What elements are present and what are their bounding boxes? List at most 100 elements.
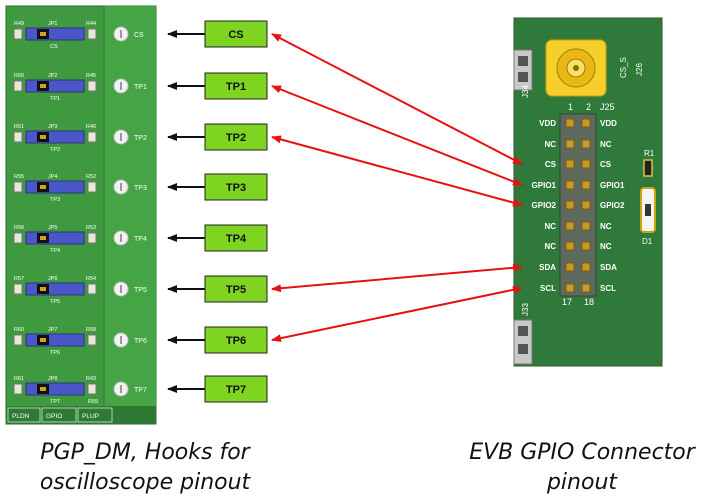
jumper-pin (40, 236, 46, 240)
pin-number-17: 17 (562, 297, 572, 307)
signal-box (204, 326, 268, 354)
jumper-ref: JP7 (48, 327, 57, 333)
jumper-signal-label: TP4 (50, 248, 60, 254)
right-caption: EVB GPIO Connector pinout (446, 438, 718, 498)
connector-pin (565, 180, 575, 190)
ref-label: R59 (88, 399, 98, 405)
connector-label-left: CS (545, 160, 557, 169)
resistor-right (87, 181, 97, 193)
connector-label-right: SCL (600, 284, 616, 293)
jumper-header (25, 282, 85, 296)
test-hook-wire (120, 133, 122, 141)
connector-label-left: NC (544, 222, 556, 231)
ref-label: R45 (86, 73, 96, 79)
resistor-right (87, 80, 97, 92)
hook-label: TP2 (134, 135, 147, 142)
resistor-right (87, 28, 97, 40)
test-hook-wire (120, 285, 122, 293)
connector-pin (565, 139, 575, 149)
jumper-signal-label: TP7 (50, 399, 60, 405)
ref-label: R61 (14, 376, 24, 382)
jumper-pin (40, 287, 46, 291)
footer-cell (7, 407, 41, 423)
jumper-header (25, 79, 85, 93)
connector-pin (565, 159, 575, 169)
hook-label: TP5 (134, 287, 147, 294)
hook-label: TP7 (134, 387, 147, 394)
connector-label-left: GPIO1 (532, 181, 557, 190)
connector-label-left: VDD (539, 119, 556, 128)
ref-label: R52 (86, 174, 96, 180)
red-arrow (271, 135, 523, 207)
test-hook-wire (120, 234, 122, 242)
resistor-left (13, 232, 23, 244)
signal-box (204, 123, 268, 151)
signal-box-label: TP1 (226, 81, 246, 93)
jumper-header (25, 231, 85, 245)
left-caption: PGP_DM, Hooks for oscilloscope pinout (0, 438, 290, 498)
jumper-ref: JP1 (48, 21, 57, 27)
ref-j25: J25 (600, 102, 615, 112)
ref-label: R57 (14, 276, 24, 282)
resistor-right (87, 383, 97, 395)
red-arrow (271, 33, 523, 165)
test-hook-wire (120, 385, 122, 393)
jumper-ref: JP8 (48, 376, 57, 382)
signal-box-label: TP2 (226, 132, 246, 144)
jumper-signal-label: TP6 (50, 350, 60, 356)
signal-box-label: TP6 (226, 335, 246, 347)
jumper-pin (40, 338, 46, 342)
connector-pin (565, 118, 575, 128)
jumper-pin (40, 135, 46, 139)
resistor-left (13, 181, 23, 193)
jumper-signal-label: TP3 (50, 197, 60, 203)
resistor-left (13, 28, 23, 40)
signal-box (204, 173, 268, 201)
ref-label: R50 (14, 73, 24, 79)
footer-label: GPIO (46, 413, 62, 420)
jumper-pin (40, 32, 46, 36)
signal-box (204, 275, 268, 303)
ref-label: R55 (14, 174, 24, 180)
jumper-header (25, 180, 85, 194)
ref-label: R53 (86, 225, 96, 231)
ref-j33: J33 (521, 303, 530, 316)
footer-cell (41, 407, 77, 423)
jumper-header (25, 130, 85, 144)
connector-label-left: NC (544, 242, 556, 251)
ref-label: R49 (14, 21, 24, 27)
connector-pin (581, 139, 591, 149)
connector-pin (581, 283, 591, 293)
ref-label: R51 (14, 124, 24, 130)
signal-box (204, 72, 268, 100)
resistor-left (13, 283, 23, 295)
test-hook-wire (120, 336, 122, 344)
hook-label: CS (134, 32, 144, 39)
test-hook-wire (120, 30, 122, 38)
jumper-signal-label: TP2 (50, 147, 60, 153)
mapping-arrows (271, 33, 523, 343)
connector-pin (581, 221, 591, 231)
signal-box-label: TP3 (226, 182, 246, 194)
test-hook-wire (120, 183, 122, 191)
ref-label: R56 (14, 225, 24, 231)
jumper-pin (40, 84, 46, 88)
connector-label-left: GPIO2 (532, 201, 557, 210)
connector-pin (581, 118, 591, 128)
resistor-right (87, 131, 97, 143)
hook-label: TP6 (134, 338, 147, 345)
jumper-ref: JP6 (48, 276, 57, 282)
connector-pin (565, 241, 575, 251)
connector-pin (565, 262, 575, 272)
connector-pin (581, 241, 591, 251)
left-caption-line-2: oscilloscope pinout (39, 470, 251, 495)
connector-pin (581, 180, 591, 190)
connector-pin (565, 221, 575, 231)
signal-box-label: TP7 (226, 384, 246, 396)
footer-label: PLDN (12, 413, 30, 420)
signal-box-label: CS (228, 29, 243, 41)
footer-cell (77, 407, 113, 423)
resistor-right (87, 334, 97, 346)
